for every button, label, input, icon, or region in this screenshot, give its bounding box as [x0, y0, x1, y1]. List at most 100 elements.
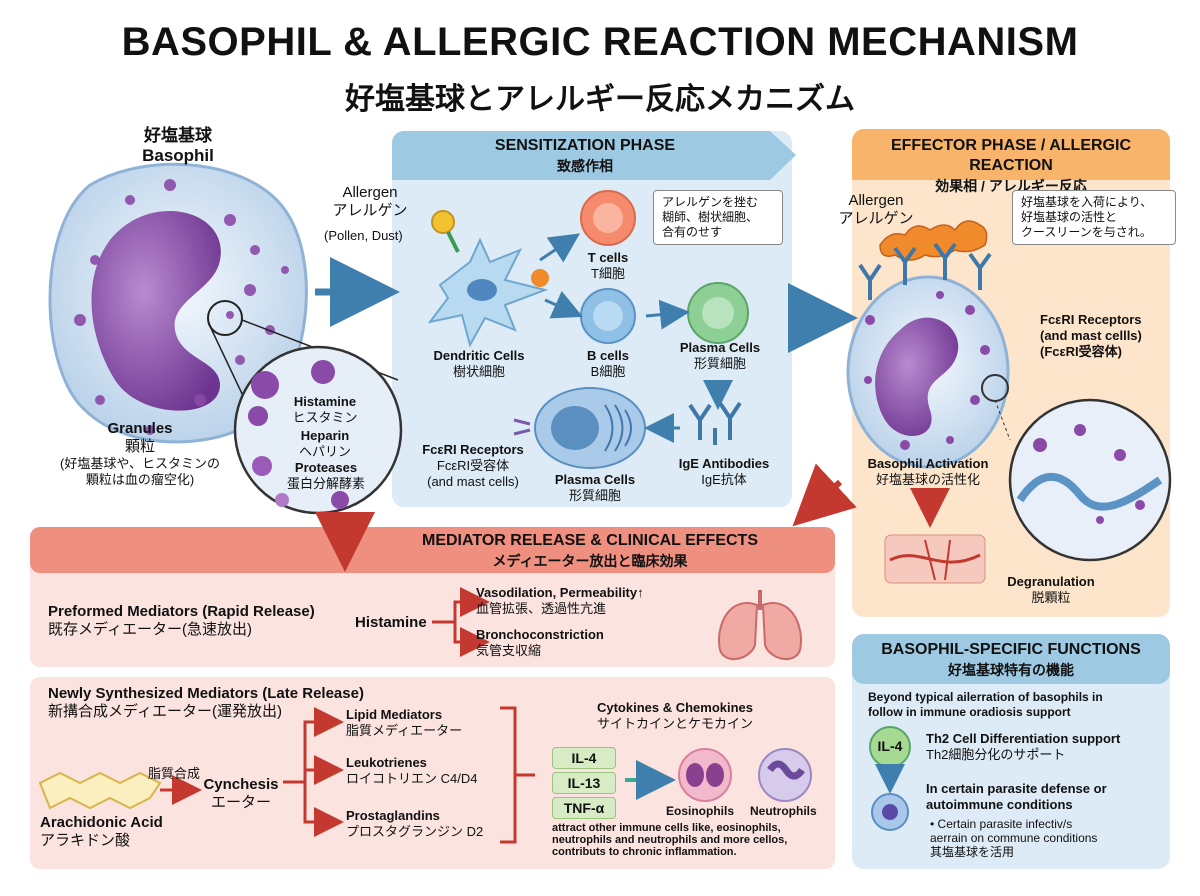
dendritic-label-jp: 樹状細胞	[452, 364, 505, 379]
blood-vessel-tissue	[884, 534, 986, 584]
granules-note-1: (好塩基球や、ヒスタミンの	[60, 456, 220, 471]
ige-label-en: IgE Antibodies	[678, 456, 770, 471]
heparin-label: Heparin ヘパリン	[280, 428, 370, 460]
activation-label-en: Basophil Activation	[867, 456, 989, 471]
effector-basophil	[846, 275, 1010, 469]
plasma-cell-top	[687, 282, 749, 344]
sensitization-header-jp: 致感作相	[557, 158, 613, 174]
attract-note-3: contributs to chronic inflammation.	[552, 846, 737, 858]
basophil-cell	[48, 162, 308, 444]
bronchoconstriction-label: Bronchoconstriction 気管支収縮	[476, 627, 604, 659]
functions-intro-1: Beyond typical ailerration of basophils …	[868, 690, 1103, 704]
histamine-label-jp: ヒスタミン	[292, 410, 358, 425]
heparin-label-en: Heparin	[300, 428, 350, 443]
degranulation-label-jp: 脱顆粒	[1031, 590, 1071, 605]
bcells-label: B cells B細胞	[568, 348, 648, 380]
granules-label-jp: 顆粒	[124, 438, 155, 455]
arachidonic-label: Arachidonic Acid アラキドン酸	[40, 814, 163, 850]
mediator-header-en: MEDIATOR RELEASE & CLINICAL EFFECTS	[421, 532, 758, 549]
functions-header: BASOPHIL-SPECIFIC FUNCTIONS 好塩基球特有の機能	[852, 640, 1170, 680]
effector-receptor-label: FcεRI Receptors (and mast cellls) (FcεRI…	[1040, 312, 1142, 360]
parasite-bullet-2: aerrain on commune conditions	[930, 831, 1098, 845]
plasma-top-label: Plasma Cells 形質細胞	[660, 340, 780, 372]
allergen-particle	[431, 210, 460, 253]
b-cell	[580, 288, 636, 344]
parasite-bullet-3: 其塩基球を活用	[930, 845, 1015, 859]
granules-label-en: Granules	[107, 420, 173, 437]
proteases-label-jp: 蛋白分解酵素	[286, 476, 365, 491]
lungs-icon	[718, 590, 802, 660]
vasodilation-label: Vasodilation, Permeability↑ 血管拡張、透過性亢進	[476, 585, 644, 617]
functions-intro: Beyond typical ailerration of basophils …	[868, 690, 1103, 720]
sensitization-note-1: アレルゲンを挫む	[662, 195, 759, 209]
sensitization-arrows	[539, 233, 733, 443]
basophil-label: 好塩基球 Basophil	[118, 126, 238, 166]
effector-note: 好塩基球を入荷により、 好塩基球の活性と クースリーンを与され。	[1012, 190, 1176, 245]
sensitization-note-3: 合有のせす	[662, 225, 723, 239]
tcells-label: T cells T細胞	[568, 250, 648, 282]
sensitization-note-2: 糊師、樹状細胞、	[662, 210, 759, 224]
effector-header-en: EFFECTOR PHASE / ALLERGIC REACTION	[890, 137, 1131, 174]
prostaglandins-label-jp: プロスタグランジン D2	[346, 824, 484, 839]
synthesis-arrows	[160, 706, 535, 844]
th2-label-jp: Th2細胞分化のサポート	[926, 747, 1066, 762]
parasite-bullet-1: • Certain parasite infectiv/s	[930, 817, 1073, 831]
effector-note-2: 好塩基球の活性と	[1021, 210, 1118, 224]
plasma-top-label-en: Plasma Cells	[679, 340, 761, 355]
effector-note-3: クースリーンを与され。	[1021, 225, 1152, 239]
fceri-receptor-label-en: FcεRI Receptors	[422, 442, 524, 457]
degranulation-magnifier	[981, 374, 1172, 562]
bcells-label-jp: B細胞	[590, 364, 626, 379]
histamine-label: Histamine ヒスタミン	[280, 394, 370, 426]
effector-receptor-label-en: FcεRI Receptors	[1040, 312, 1142, 327]
dendritic-cell	[427, 237, 549, 348]
mediator-header: MEDIATOR RELEASE & CLINICAL EFFECTS メディエ…	[340, 531, 840, 571]
effector-receptor-label-2: (and mast cellls)	[1040, 328, 1142, 343]
bcells-label-en: B cells	[587, 348, 629, 363]
ige-label-jp: IgE抗体	[701, 472, 747, 487]
page-title: BASOPHIL & ALLERGIC REACTION MECHANISM	[121, 20, 1079, 64]
fceri-receptor-label-jp: FcεRI受容体	[436, 458, 510, 473]
th2-label: Th2 Cell Differentiation support Th2細胞分化…	[926, 731, 1120, 763]
preformed-label: Preformed Mediators (Rapid Release) 既存メデ…	[48, 603, 315, 639]
tcells-label-jp: T細胞	[591, 266, 625, 281]
mediator-header-jp: メディエーター放出と臨床効果	[492, 553, 688, 569]
lipid-synthesis-label: 脂質合成	[148, 766, 201, 781]
functions-header-en: BASOPHIL-SPECIFIC FUNCTIONS	[881, 641, 1141, 658]
eosinophil-cell	[678, 748, 732, 802]
basophil-label-en: Basophil	[142, 146, 214, 165]
granule-magnifier	[207, 300, 403, 515]
newly-synthesized-label-en: Newly Synthesized Mediators (Late Releas…	[48, 685, 364, 702]
histamine-mediator-label: Histamine	[355, 614, 427, 631]
attract-note-1: attract other immune cells like, eosinop…	[552, 822, 781, 834]
proteases-label-en: Proteases	[294, 460, 358, 475]
mediator-panel	[30, 527, 835, 869]
sensitization-note: アレルゲンを挫む 糊師、樹状細胞、 合有のせす	[653, 190, 783, 245]
heparin-label-jp: ヘパリン	[298, 444, 351, 459]
histamine-label-en: Histamine	[293, 394, 357, 409]
page-subtitle: 好塩基球とアレルギー反応メカニズム	[345, 83, 855, 116]
allergen-label-jp: アレルゲン	[332, 202, 408, 219]
parasite-cell	[871, 793, 909, 831]
il4-cytokine: IL-4	[552, 747, 616, 769]
vasodilation-label-jp: 血管拡張、透過性亢進	[476, 601, 607, 616]
activation-label-jp: 好塩基球の活性化	[875, 472, 980, 487]
dendritic-label-en: Dendritic Cells	[433, 348, 525, 363]
effector-allergen-label: Allergen アレルゲン	[828, 192, 924, 228]
arachidonic-label-jp: アラキドン酸	[40, 832, 131, 849]
arachidonic-acid-molecule	[38, 771, 162, 810]
lipid-mediators-label-en: Lipid Mediators	[346, 707, 443, 722]
bronchoconstriction-label-jp: 気管支収縮	[476, 643, 542, 658]
lipid-mediators-label: Lipid Mediators 脂質メディエーター	[346, 707, 462, 739]
prostaglandins-label: Prostaglandins プロスタグランジン D2	[346, 808, 483, 840]
degranulation-label-en: Degranulation	[1007, 574, 1095, 589]
vasodilation-label-en: Vasodilation, Permeability↑	[476, 585, 644, 600]
tnf-cytokine: TNF-α	[552, 797, 616, 819]
cytokines-label: Cytokines & Chemokines サイトカインとケモカイン	[560, 700, 790, 732]
functions-header-jp: 好塩基球特有の機能	[948, 662, 1074, 678]
plasma-bottom-label: Plasma Cells 形質細胞	[540, 472, 650, 504]
parasite-label-1: In certain parasite defense or	[926, 781, 1107, 796]
leukotrienes-label: Leukotrienes ロイコトリエン C4/D4	[346, 755, 477, 787]
functions-panel	[852, 634, 1170, 869]
